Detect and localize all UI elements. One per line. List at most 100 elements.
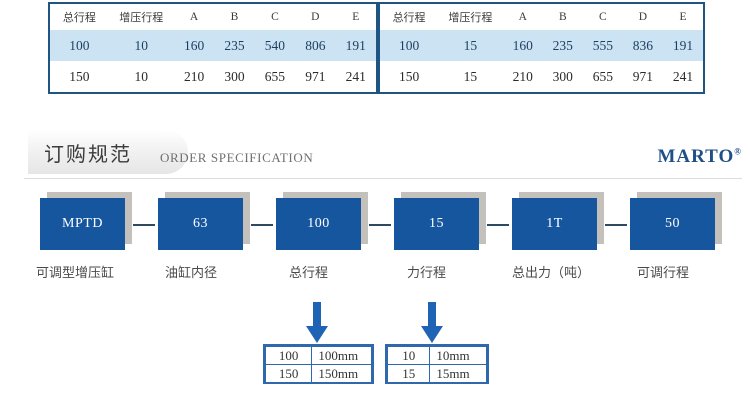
cell-a: 160	[502, 30, 543, 61]
flow-box-wrap: 15	[394, 192, 486, 250]
force-stroke-options-table: 10 10mm 15 15mm	[385, 344, 489, 384]
option-value: 15mm	[429, 364, 487, 383]
cell-d: 971	[622, 61, 663, 92]
table-row: 150 15 210 300 655 971 241	[380, 61, 703, 92]
flow-label-force-stroke: 力行程	[407, 266, 447, 281]
flow-box-wrap: MPTD	[40, 192, 132, 250]
section-header: 订购规范 ORDER SPECIFICATION MARTO®	[0, 128, 750, 180]
flow-item-model: MPTD	[40, 190, 135, 250]
col-header-e: E	[352, 11, 360, 23]
col-header-a: A	[518, 11, 527, 23]
flow-box-value[interactable]: 15	[394, 198, 479, 250]
flow-box-wrap: 50	[630, 192, 722, 250]
header-blob-decoration	[28, 130, 188, 174]
page-subtitle: ORDER SPECIFICATION	[160, 150, 314, 165]
cell-a: 210	[502, 61, 543, 92]
cell-c: 655	[254, 61, 296, 92]
flow-box-wrap: 1T	[512, 192, 604, 250]
flow-connector	[605, 224, 627, 226]
flow-connector	[369, 224, 391, 226]
cell-boost-stroke: 10	[108, 30, 174, 61]
cell-e: 241	[335, 61, 376, 92]
flow-label-output-force: 总出力（吨）	[512, 266, 591, 281]
col-header-total-stroke: 总行程	[392, 11, 426, 24]
spec-table-left: 总行程 增压行程 A B C D E 100 10 160 235 540 80…	[48, 2, 378, 94]
col-header-c: C	[599, 11, 607, 23]
brand-logo: MARTO®	[657, 146, 742, 168]
cell-d: 836	[622, 30, 663, 61]
flow-box-value[interactable]: 100	[276, 198, 361, 250]
list-item[interactable]: 100 100mm	[264, 346, 372, 365]
cell-c: 655	[582, 61, 623, 92]
cell-b: 235	[214, 30, 255, 61]
registered-mark-icon: ®	[734, 146, 742, 157]
col-header-e: E	[679, 11, 687, 23]
cell-d: 806	[295, 30, 336, 61]
flow-item-bore: 63	[158, 190, 253, 250]
flow-label-model: 可调型增压缸	[36, 266, 115, 281]
cell-e: 191	[335, 30, 376, 61]
cell-b: 300	[214, 61, 255, 92]
cell-b: 235	[542, 30, 583, 61]
cell-total-stroke: 100	[50, 30, 109, 61]
cell-boost-stroke: 15	[438, 61, 503, 92]
total-stroke-options-grid: 100 100mm 150 150mm	[264, 346, 372, 383]
table-header-row: 总行程 增压行程 A B C D E	[380, 4, 703, 30]
flow-label-adjustable-stroke: 可调行程	[637, 266, 690, 281]
flow-connector	[487, 224, 509, 226]
flow-box-value[interactable]: 50	[630, 198, 715, 250]
option-value: 10mm	[429, 346, 487, 365]
cell-boost-stroke: 10	[108, 61, 174, 92]
force-stroke-options-grid: 10 10mm 15 15mm	[386, 346, 487, 383]
cell-total-stroke: 150	[380, 61, 439, 92]
table-row: 100 15 160 235 555 836 191	[380, 30, 703, 61]
table-row: 150 10 210 300 655 971 241	[50, 61, 376, 92]
spec-table-right-grid: 总行程 增压行程 A B C D E 100 15 160 235 555 83…	[380, 4, 703, 92]
spec-table-right: 总行程 增压行程 A B C D E 100 15 160 235 555 83…	[378, 2, 705, 94]
flow-box-value[interactable]: MPTD	[40, 198, 125, 250]
option-key: 100	[264, 346, 313, 365]
col-header-a: A	[189, 11, 199, 23]
col-header-c: C	[271, 11, 279, 23]
flow-item-force-stroke: 15	[394, 190, 489, 250]
col-header-boost-stroke: 增压行程	[119, 11, 164, 24]
flow-box-value[interactable]: 1T	[512, 198, 597, 250]
cell-e: 191	[662, 30, 703, 61]
option-value: 100mm	[311, 346, 372, 365]
down-arrow-icon-total-stroke	[305, 302, 329, 344]
option-value: 150mm	[311, 364, 372, 383]
order-code-flow: MPTD 63 100 15 1T 50 可调型	[0, 190, 750, 295]
cell-c: 555	[582, 30, 623, 61]
option-key: 15	[386, 364, 431, 383]
flow-label-bore: 油缸内径	[165, 266, 218, 281]
flow-item-total-stroke: 100	[276, 190, 371, 250]
page-title: 订购规范	[44, 142, 132, 166]
flow-item-adjustable-stroke: 50	[630, 190, 725, 250]
col-header-d: D	[311, 11, 320, 23]
col-header-boost-stroke: 增压行程	[448, 11, 493, 24]
cell-d: 971	[295, 61, 336, 92]
table-row: 100 10 160 235 540 806 191	[50, 30, 376, 61]
col-header-total-stroke: 总行程	[62, 11, 96, 24]
table-header-row: 总行程 增压行程 A B C D E	[50, 4, 376, 30]
cell-c: 540	[254, 30, 296, 61]
cell-a: 210	[173, 61, 215, 92]
list-item[interactable]: 10 10mm	[386, 346, 487, 365]
brand-name: MARTO	[657, 146, 735, 167]
cell-b: 300	[542, 61, 583, 92]
header-divider	[24, 178, 742, 179]
cell-total-stroke: 100	[380, 30, 439, 61]
flow-connector	[251, 224, 273, 226]
cell-e: 241	[662, 61, 703, 92]
flow-box-wrap: 63	[158, 192, 250, 250]
col-header-b: B	[558, 11, 567, 23]
list-item[interactable]: 150 150mm	[264, 364, 372, 383]
list-item[interactable]: 15 15mm	[386, 364, 487, 383]
flow-box-value[interactable]: 63	[158, 198, 243, 250]
flow-connector	[133, 224, 155, 226]
down-arrow-icon-force-stroke	[420, 302, 444, 344]
flow-item-output-force: 1T	[512, 190, 607, 250]
cell-total-stroke: 150	[50, 61, 109, 92]
cell-boost-stroke: 15	[438, 30, 503, 61]
total-stroke-options-table: 100 100mm 150 150mm	[263, 344, 374, 384]
